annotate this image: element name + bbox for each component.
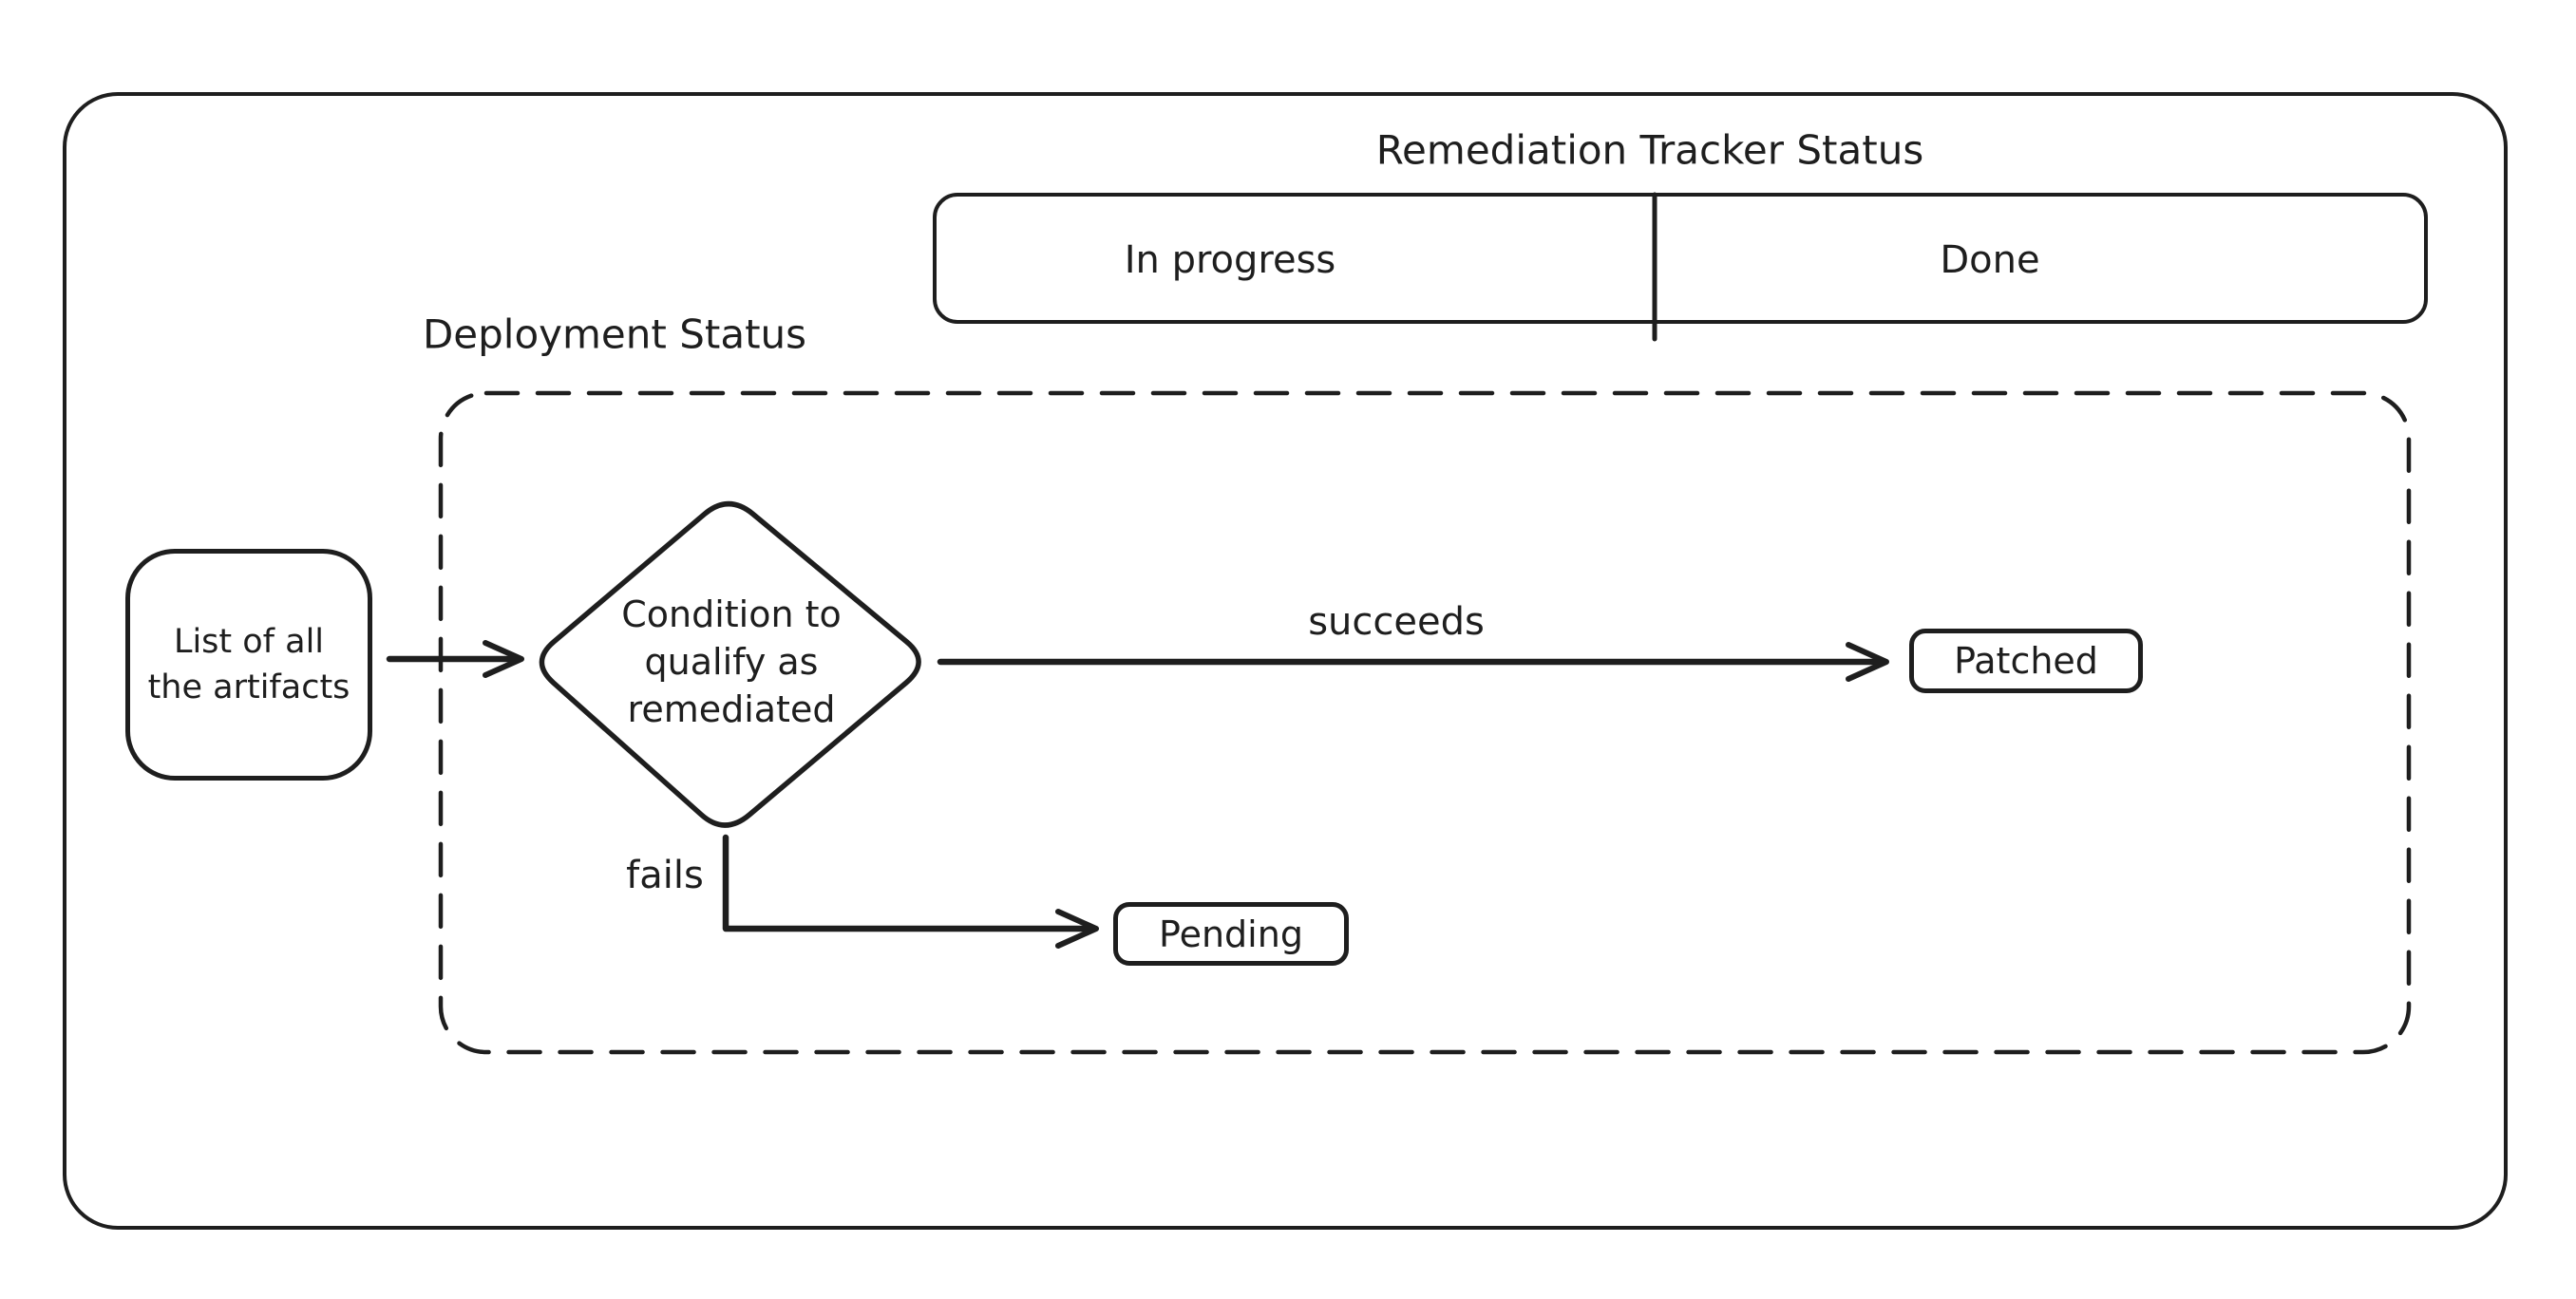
decision-label-line3: remediated xyxy=(627,688,836,730)
tracker-done-label: Done xyxy=(1940,238,2040,282)
deployment-status-group-label: Deployment Status xyxy=(422,311,807,358)
fails-edge-label: fails xyxy=(626,854,704,897)
succeeds-edge-label: succeeds xyxy=(1308,600,1485,644)
artifacts-node-label-line2: the artifacts xyxy=(147,668,350,706)
decision-label-line1: Condition to xyxy=(621,593,842,635)
pending-node-label: Pending xyxy=(1159,913,1303,955)
decision-node-label: Condition to qualify as remediated xyxy=(621,591,842,733)
patched-node: Patched xyxy=(1909,629,2143,693)
patched-node-label: Patched xyxy=(1954,640,2098,682)
tracker-in-progress-label: In progress xyxy=(1124,238,1336,282)
pending-node: Pending xyxy=(1113,902,1349,966)
tracker-status-box xyxy=(933,193,2428,324)
decision-label-line2: qualify as xyxy=(644,641,819,683)
diagram-title: Remediation Tracker Status xyxy=(1375,126,1924,174)
artifacts-node-label-line1: List of all xyxy=(173,623,325,661)
artifacts-node: List of all the artifacts xyxy=(125,549,372,781)
